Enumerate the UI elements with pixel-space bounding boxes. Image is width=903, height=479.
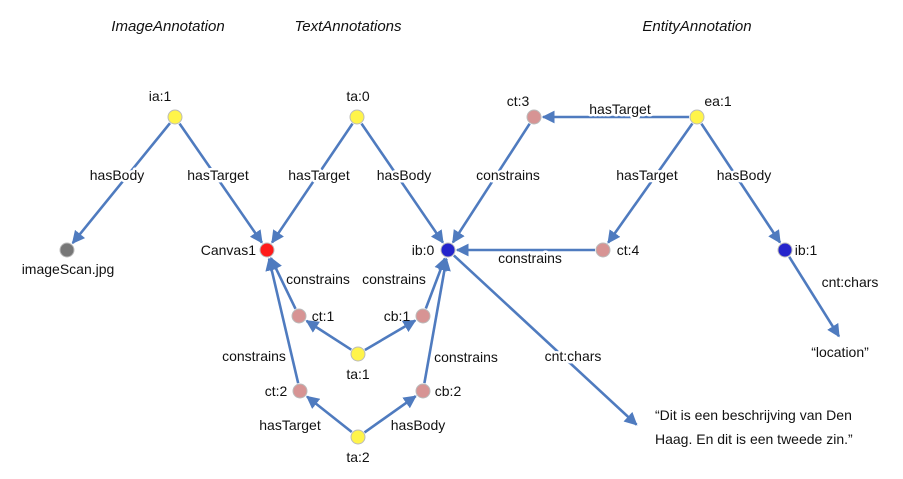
node-ct3 xyxy=(526,109,542,125)
edge-label-ta0-ib0: hasBody xyxy=(377,167,431,183)
edge-label-ib1-location: cnt:chars xyxy=(822,274,879,290)
edge-label-halo: constrains xyxy=(476,167,540,183)
edge-label-halo: cnt:chars xyxy=(822,274,879,290)
edge-ta2-ct2 xyxy=(306,395,353,434)
literal-sentence-line-2: Haag. En dit is een tweede zin.” xyxy=(655,431,853,447)
node-label-ct2: ct:2 xyxy=(265,383,288,399)
node-label-cb1: cb:1 xyxy=(384,308,411,324)
edge-labels-layer: hasBody hasBody hasTarget hasTarget hasTarge… xyxy=(87,99,881,436)
edge-label-halo: constrains xyxy=(498,250,562,266)
edge-label-halo: hasTarget xyxy=(187,167,249,183)
node-label-ta2: ta:2 xyxy=(346,449,370,465)
node-label-ea1: ea:1 xyxy=(704,93,731,109)
node-label-canvas1: Canvas1 xyxy=(201,242,256,258)
edge-label-ta2-cb2: hasBody xyxy=(391,417,445,433)
edge-label-ea1-ib1: hasBody xyxy=(717,167,771,183)
literal-sentence-line-1: “Dit is een beschrijving van Den xyxy=(655,407,852,423)
node-label-ta0: ta:0 xyxy=(346,88,370,104)
edge-label-ea1-ct3: hasTarget xyxy=(589,101,651,117)
edge-ct3-ib0 xyxy=(451,123,531,244)
node-ib1 xyxy=(777,242,793,258)
edge-ta1-ct1 xyxy=(305,319,352,351)
edge-label-halo: cnt:chars xyxy=(545,348,602,364)
edge-label-ta2-ct2: hasTarget xyxy=(259,417,321,433)
node-label-ct4: ct:4 xyxy=(617,242,640,258)
edge-label-ct2-canvas1: constrains xyxy=(222,348,286,364)
edge-label-halo: hasBody xyxy=(717,167,771,183)
edge-label-halo: hasBody xyxy=(90,167,144,183)
edge-ta1-cb1 xyxy=(364,319,417,352)
edge-label-halo: hasBody xyxy=(377,167,431,183)
node-label-ct1: ct:1 xyxy=(312,308,335,324)
edge-label-cb1-ib0: constrains xyxy=(362,271,426,287)
node-ta2 xyxy=(350,429,366,445)
edge-label-ia1-canvas1: hasTarget xyxy=(187,167,249,183)
node-ct1 xyxy=(291,308,307,324)
edges-layer xyxy=(71,110,841,434)
edge-ct2-canvas1 xyxy=(265,257,300,384)
edge-ia1-imageScan xyxy=(71,122,171,245)
node-canvas1 xyxy=(259,242,275,258)
node-ea1 xyxy=(689,109,705,125)
edge-label-ia1-imageScan: hasBody xyxy=(90,167,144,183)
edge-ea1-ct4 xyxy=(607,122,694,244)
edge-label-halo: constrains xyxy=(286,271,350,287)
nodes-layer xyxy=(59,109,793,445)
edge-label-ea1-ct4: hasTarget xyxy=(616,167,678,183)
edge-ta0-canvas1 xyxy=(270,122,354,244)
title-image-annotation: ImageAnnotation xyxy=(111,18,224,35)
node-label-ia1: ia:1 xyxy=(149,88,172,104)
edge-label-halo: hasTarget xyxy=(616,167,678,183)
node-ia1 xyxy=(167,109,183,125)
edge-label-ct3-ib0: constrains xyxy=(476,167,540,183)
node-label-cb2: cb:2 xyxy=(435,383,462,399)
node-label-ib1: ib:1 xyxy=(795,242,818,258)
edge-ta0-ib0 xyxy=(360,122,444,244)
node-ta0 xyxy=(349,109,365,125)
node-ta1 xyxy=(350,346,366,362)
edge-label-ib0-sentence: cnt:chars xyxy=(545,348,602,364)
edge-label-halo: constrains xyxy=(362,271,426,287)
edge-cb2-ib0 xyxy=(423,257,451,384)
edge-ea1-ib1 xyxy=(700,122,782,244)
node-label-ta1: ta:1 xyxy=(346,366,370,382)
node-ct4 xyxy=(595,242,611,258)
literal-location: “location” xyxy=(811,344,869,360)
edge-label-halo: constrains xyxy=(222,348,286,364)
edge-ib0-sentence xyxy=(452,254,638,426)
edge-ta2-cb2 xyxy=(363,395,417,434)
node-label-ib0: ib:0 xyxy=(412,242,435,258)
node-label-imageScan: imageScan.jpg xyxy=(22,261,115,277)
edge-label-ct4-ib0: constrains xyxy=(498,250,562,266)
edge-ib1-location xyxy=(788,256,841,338)
node-ct2 xyxy=(292,383,308,399)
edge-label-ct1-canvas1: constrains xyxy=(286,271,350,287)
edge-label-ta0-canvas1: hasTarget xyxy=(288,167,350,183)
node-cb2 xyxy=(415,383,431,399)
title-entity-annotation: EntityAnnotation xyxy=(642,18,751,35)
edge-label-cb2-ib0: constrains xyxy=(434,349,498,365)
edge-label-halo: constrains xyxy=(434,349,498,365)
node-ib0 xyxy=(440,242,456,258)
node-label-ct3: ct:3 xyxy=(507,93,530,109)
edge-ia1-canvas1 xyxy=(178,122,263,244)
node-cb1 xyxy=(415,308,431,324)
edge-label-halo: hasBody xyxy=(391,417,445,433)
node-labels-layer: ia:1 ta:0 ct:3 ea:1 imageScan.jpg Canvas1 ib:0… xyxy=(22,88,818,465)
edge-label-halo: hasTarget xyxy=(288,167,350,183)
edge-label-halo: hasTarget xyxy=(589,101,651,117)
node-imageScan xyxy=(59,242,75,258)
edge-label-halo: hasTarget xyxy=(259,417,321,433)
title-text-annotations: TextAnnotations xyxy=(294,18,402,35)
